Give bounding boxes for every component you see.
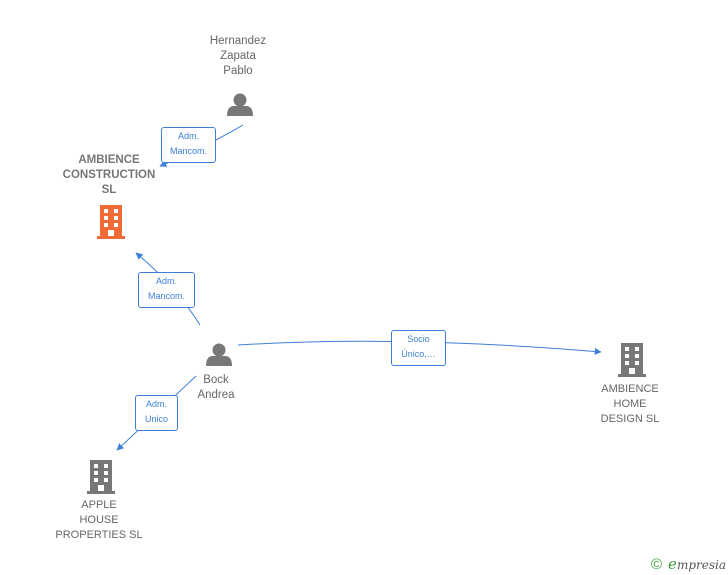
brand-footer: © empresia <box>651 555 726 573</box>
node-label-bock[interactable]: Bock Andrea <box>176 373 256 403</box>
node-label-line: AMBIENCE <box>601 383 659 395</box>
edge-label-hernandez-construction[interactable]: Adm. Mancom. <box>161 127 216 163</box>
building-icon[interactable] <box>97 205 125 239</box>
node-label-line: HOUSE <box>79 514 119 526</box>
node-label-line: Pablo <box>223 65 253 77</box>
node-label-line: Andrea <box>197 389 235 401</box>
node-label-line: Bock <box>203 374 229 386</box>
node-label-hernandez[interactable]: Hernandez Zapata Pablo <box>190 34 286 79</box>
edge-label-line: Unico <box>144 414 168 424</box>
copyright-icon: © <box>650 555 663 573</box>
person-icon[interactable] <box>227 93 253 117</box>
edge-label-line: Mancom. <box>147 291 185 301</box>
edge-label-bock-home[interactable]: Socio Único,… <box>391 330 446 366</box>
node-label-line: AMBIENCE <box>78 154 140 166</box>
node-label-line: APPLE <box>81 499 117 511</box>
edge-label-line: Adm. <box>145 399 167 409</box>
edge-label-line: Adm. <box>155 276 177 286</box>
node-label-line: HOME <box>613 398 647 410</box>
brand-initial: e <box>668 555 677 573</box>
node-label-line: DESIGN SL <box>600 413 660 425</box>
edge-label-line: Socio <box>407 334 430 344</box>
edge-label-bock-construction[interactable]: Adm. Mancom. <box>138 272 195 308</box>
brand-logo[interactable]: empresia <box>668 555 726 573</box>
brand-name: mpresia <box>676 558 726 572</box>
node-label-line: Hernandez <box>209 35 267 47</box>
edge-label-bock-apple[interactable]: Adm. Unico <box>135 395 178 431</box>
node-label-ambience-home[interactable]: AMBIENCE HOME DESIGN SL <box>580 382 680 427</box>
node-label-line: CONSTRUCTION <box>62 169 156 181</box>
node-label-line: PROPERTIES SL <box>55 529 143 541</box>
edge-label-line: Adm. <box>177 131 199 141</box>
node-label-line: SL <box>101 184 117 196</box>
building-icon[interactable] <box>618 343 646 377</box>
node-label-line: Zapata <box>220 50 256 62</box>
node-label-apple-house[interactable]: APPLE HOUSE PROPERTIES SL <box>44 498 154 543</box>
person-icon[interactable] <box>206 343 232 367</box>
edge-label-line: Mancom. <box>169 146 207 156</box>
building-icon[interactable] <box>87 460 115 494</box>
edge-label-line: Único,… <box>401 349 436 359</box>
node-label-ambience-construction[interactable]: AMBIENCE CONSTRUCTION SL <box>50 153 168 198</box>
